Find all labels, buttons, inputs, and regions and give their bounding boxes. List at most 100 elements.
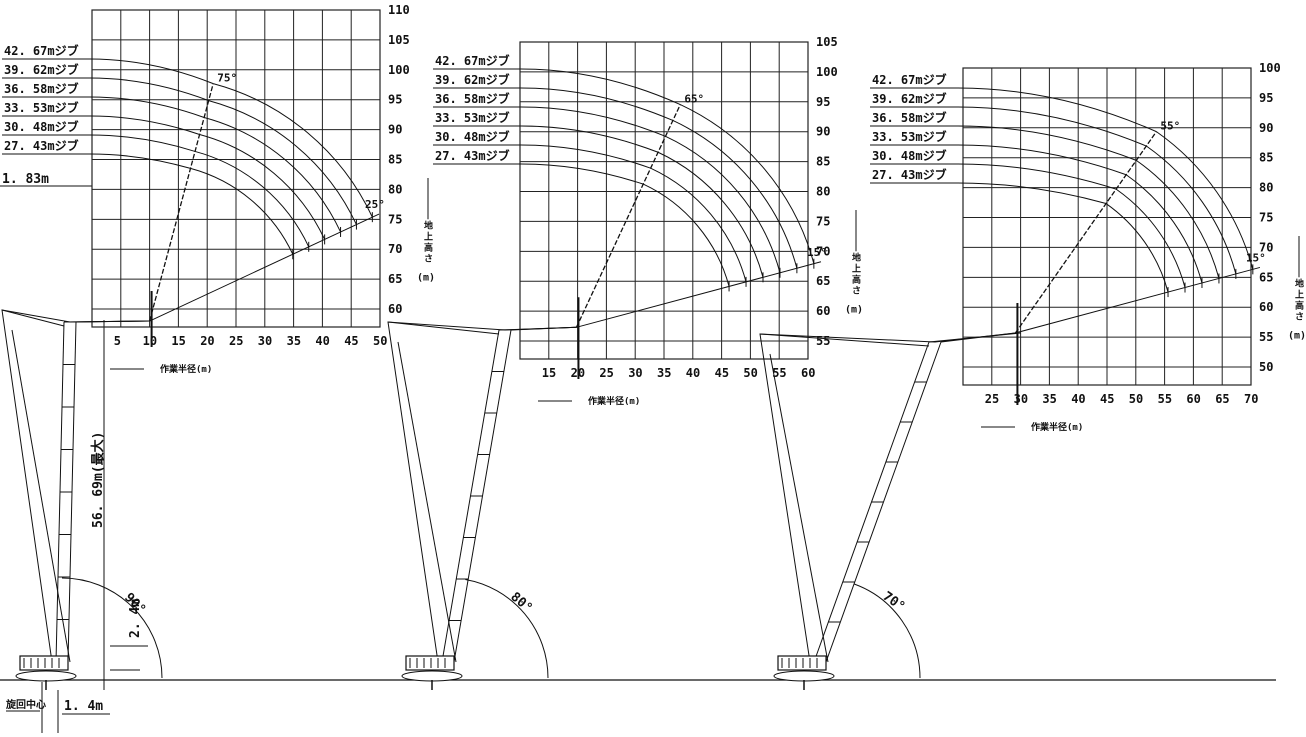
crane-carbody	[19, 655, 69, 671]
y-tick-label: 70	[816, 244, 830, 258]
x-axis-label: 作業半径(m)	[1031, 421, 1083, 433]
y-tick-label: 55	[816, 334, 830, 348]
y-tick-label: 60	[1259, 300, 1273, 314]
jib-length-label: 30. 48mジブ	[435, 129, 510, 144]
jib-length-label: 33. 53mジブ	[872, 129, 947, 144]
crane-chart-2: 5560657075808590951001051520253035404550…	[387, 35, 863, 690]
jib-arc	[213, 83, 373, 218]
crawler-track	[773, 670, 835, 682]
jib-line-max	[148, 83, 214, 322]
backstay	[397, 341, 457, 663]
x-tick-label: 30	[628, 366, 642, 380]
x-tick-label: 25	[599, 366, 613, 380]
y-tick-label: 60	[816, 304, 830, 318]
backstay	[11, 329, 71, 663]
x-tick-label: 5	[114, 334, 121, 348]
x-tick-label: 55	[772, 366, 786, 380]
mast-strut	[759, 333, 930, 347]
crane-carbody	[405, 655, 455, 671]
jib-arc	[657, 151, 764, 278]
y-tick-label: 75	[1259, 211, 1273, 225]
y-axis-label-char: 地	[852, 252, 861, 264]
jib-arc	[204, 117, 342, 233]
x-tick-label: 45	[715, 366, 729, 380]
boom-angle-label: 70°	[880, 589, 908, 615]
jib-angle-max-label: 65°	[684, 93, 704, 106]
x-tick-label: 40	[315, 334, 329, 348]
y-tick-label: 100	[1259, 61, 1281, 75]
y-tick-label: 75	[816, 214, 830, 228]
jib-line-min	[149, 213, 380, 322]
jib-length-label: 27. 43mジブ	[872, 167, 947, 182]
jib-arc	[1125, 174, 1203, 284]
jib-line-max	[575, 104, 681, 328]
jib-angle-min-label: 15°	[807, 246, 827, 259]
mast-strut	[387, 321, 500, 335]
x-axis-label: 作業半径(m)	[588, 395, 640, 407]
pendant-line	[63, 320, 150, 323]
jib-length-label: 39. 62mジブ	[4, 62, 79, 77]
jib-label-leader	[957, 87, 1157, 133]
x-tick-label: 35	[657, 366, 671, 380]
boom-angle-arc	[61, 577, 163, 679]
crawler-track	[401, 670, 463, 682]
jib-label-leader	[957, 144, 1127, 176]
y-tick-label: 85	[1259, 151, 1273, 165]
jib-length-label: 36. 58mジブ	[872, 110, 947, 125]
pivot-center-label: 旋回中心	[5, 698, 46, 711]
y-tick-label: 90	[816, 125, 830, 139]
y-axis-label-char: 高	[1295, 300, 1304, 312]
jib-angle-max-label: 55°	[1160, 120, 1180, 133]
y-tick-label: 50	[1259, 360, 1273, 374]
jib-length-label: 36. 58mジブ	[4, 81, 79, 96]
jib-label-leader	[89, 134, 196, 152]
crawler-track	[15, 670, 77, 682]
x-tick-label: 50	[373, 334, 387, 348]
y-tick-label: 55	[1259, 330, 1273, 344]
y-tick-label: 85	[388, 153, 402, 167]
boom-angle-label: 80°	[507, 590, 535, 617]
y-tick-label: 80	[388, 182, 402, 196]
jib-length-label: 33. 53mジブ	[435, 110, 510, 125]
dim-base-label: 2. 4m	[128, 599, 143, 638]
jib-arc	[1156, 131, 1254, 270]
y-tick-label: 65	[816, 274, 830, 288]
y-tick-label: 110	[388, 3, 410, 17]
jib-length-label: 42. 67mジブ	[4, 43, 79, 58]
grid	[519, 41, 809, 360]
jib-arc	[208, 100, 357, 225]
x-tick-label: 65	[1215, 392, 1229, 406]
jib-arc	[665, 135, 781, 273]
y-tick-label: 100	[388, 63, 410, 77]
x-tick-label: 50	[743, 366, 757, 380]
mast-rigging	[759, 332, 1016, 663]
jib-line-min	[576, 261, 822, 328]
jib-length-label: 42. 67mジブ	[435, 53, 510, 68]
grid	[962, 67, 1252, 386]
x-tick-label: 50	[1129, 392, 1143, 406]
jib-label-leader	[957, 182, 1107, 205]
y-tick-label: 100	[816, 65, 838, 79]
x-tick-label: 70	[1244, 392, 1258, 406]
x-tick-label: 40	[686, 366, 700, 380]
jib-line-max	[1014, 131, 1157, 334]
jib-arc	[1115, 188, 1186, 288]
jib-arc	[1146, 145, 1237, 275]
jib-arc	[199, 133, 326, 240]
jib-length-label: 33. 53mジブ	[4, 100, 79, 115]
y-tick-label: 75	[388, 212, 402, 226]
y-tick-label: 65	[388, 272, 402, 286]
backstay	[769, 353, 829, 663]
y-tick-label: 95	[816, 95, 830, 109]
y-tick-label: 80	[1259, 181, 1273, 195]
y-axis-label-char: 上	[424, 231, 433, 243]
jib-label-leader	[89, 58, 214, 85]
y-tick-label: 60	[388, 302, 402, 316]
mast-strut	[1, 309, 65, 327]
y-axis-label-char: 地	[424, 220, 433, 232]
jib-label-leader	[520, 87, 674, 121]
x-tick-label: 30	[258, 334, 272, 348]
x-tick-label: 45	[1100, 392, 1114, 406]
